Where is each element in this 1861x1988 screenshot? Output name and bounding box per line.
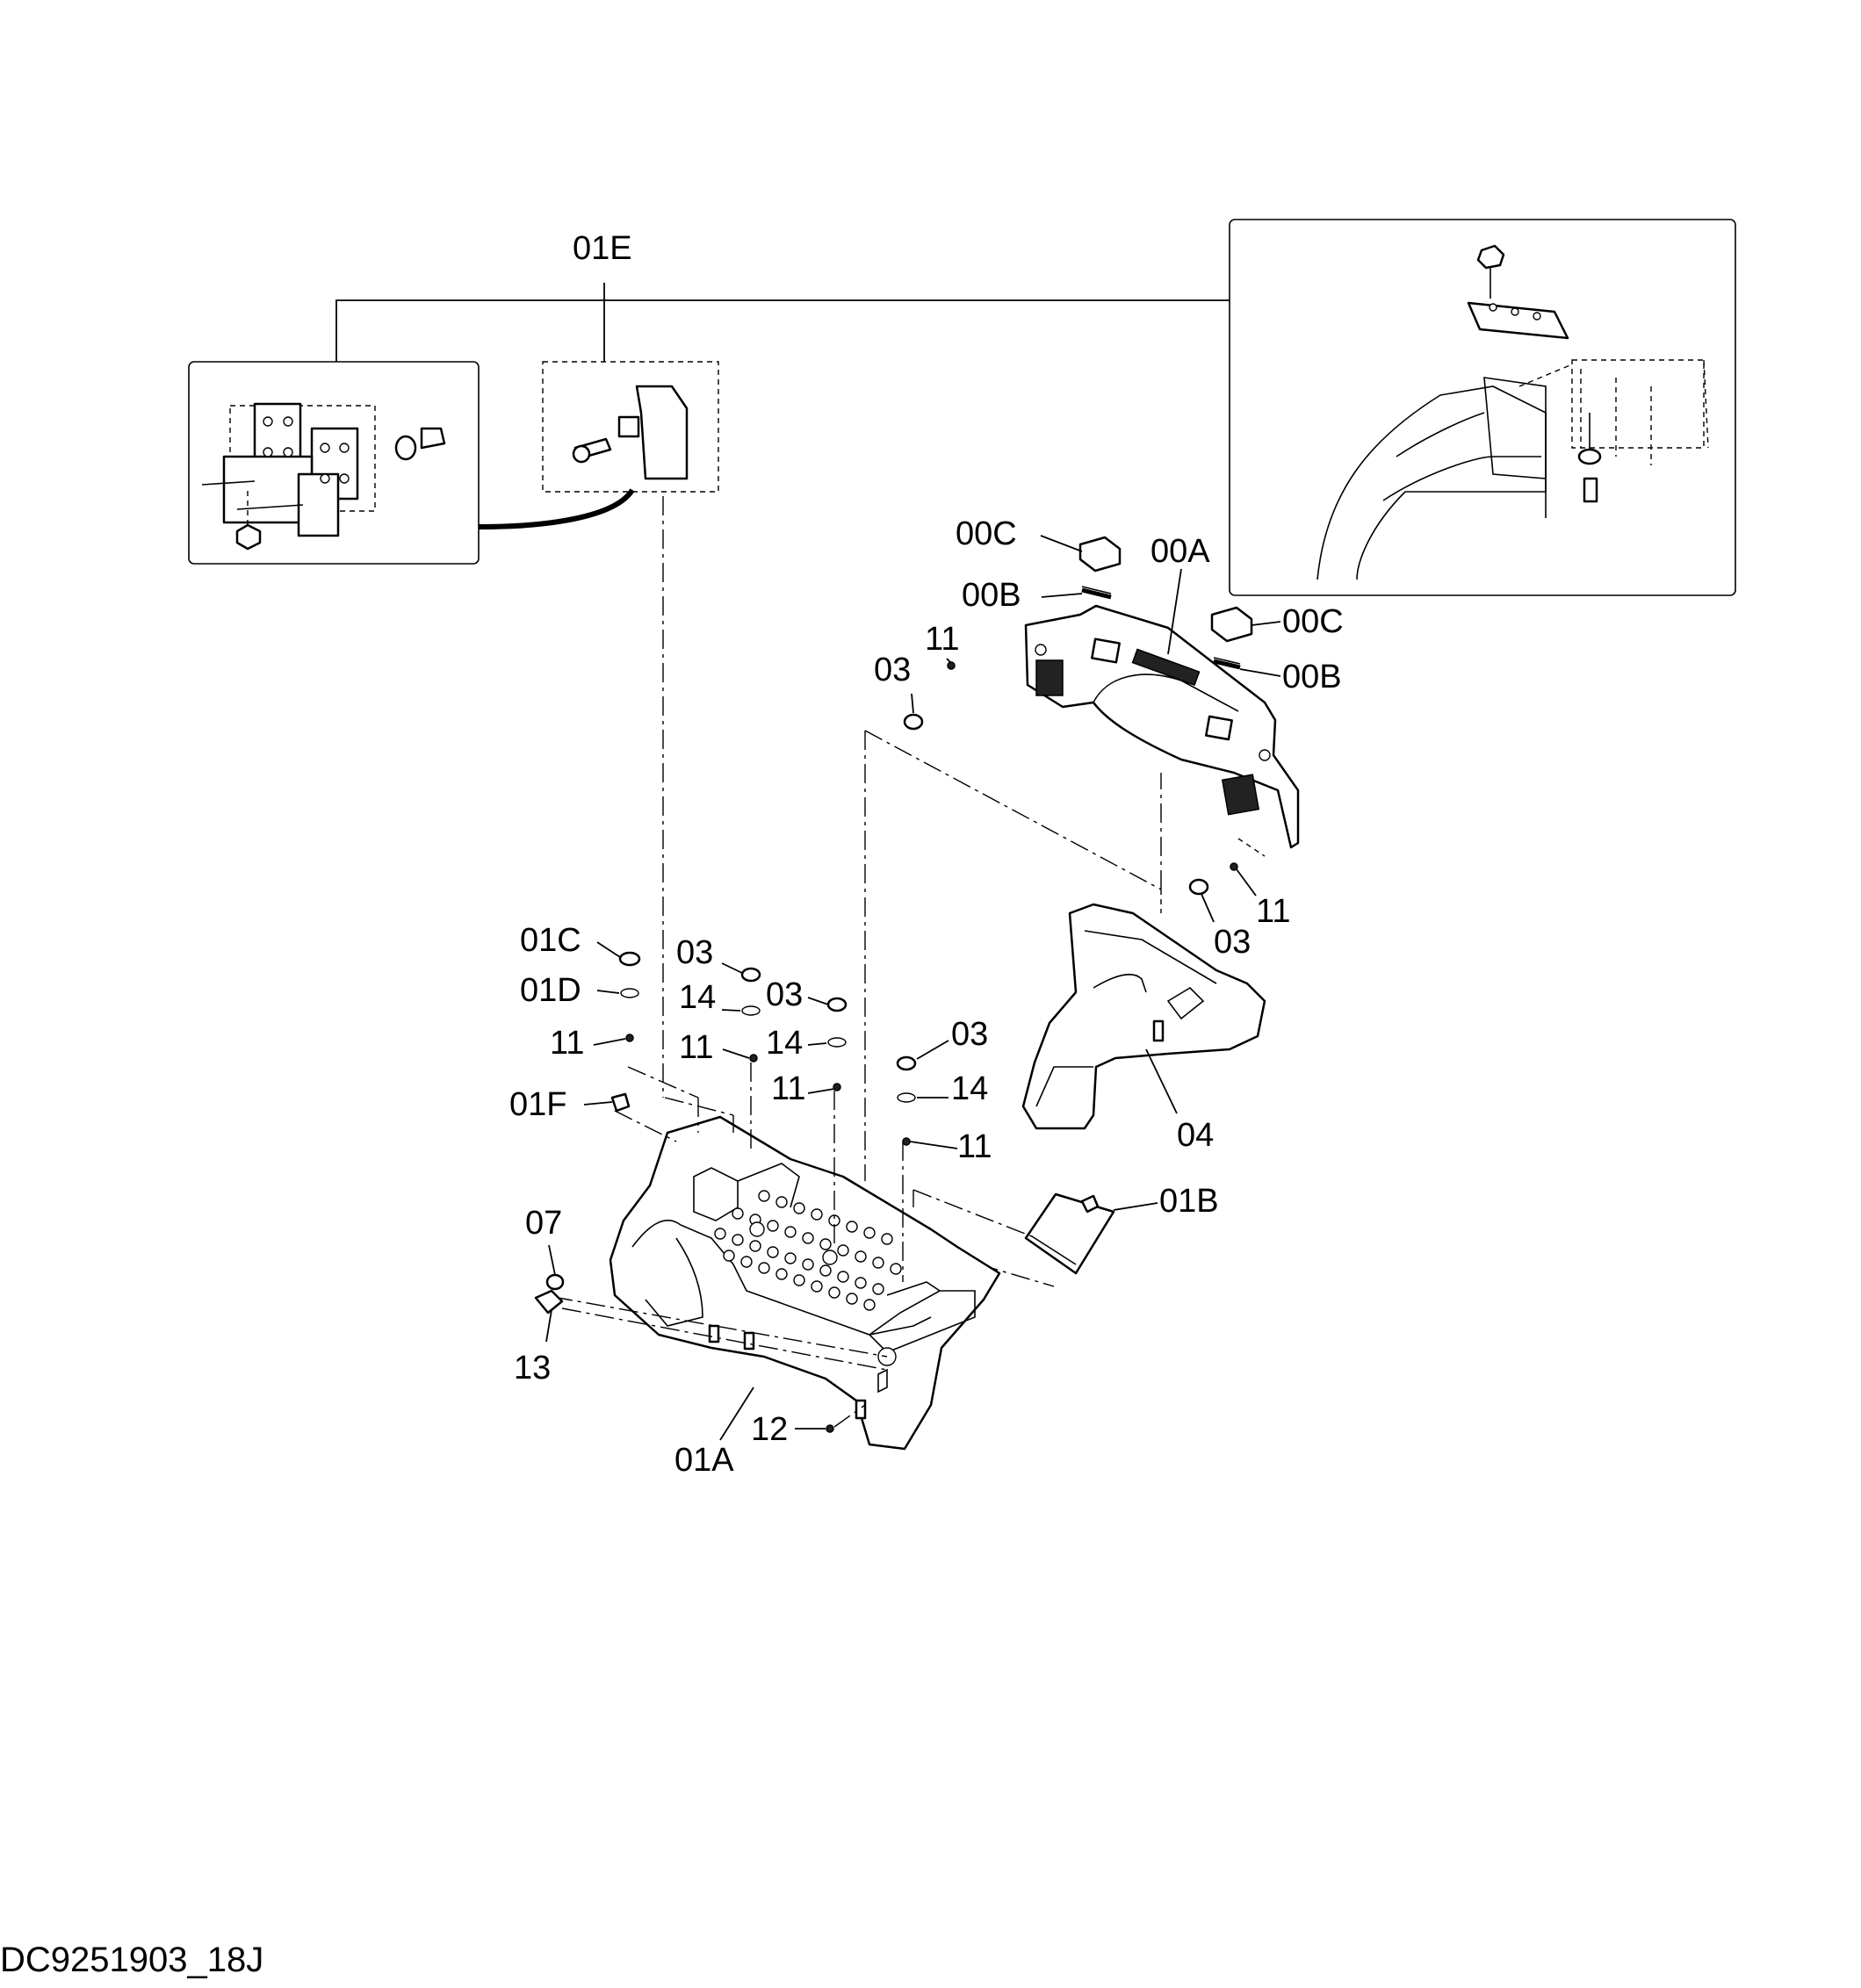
callout-11: 11	[679, 1029, 713, 1066]
callout-14: 14	[766, 1025, 803, 1062]
callout-00C: 00C	[956, 515, 1017, 552]
callout-11: 11	[550, 1025, 584, 1062]
inset-connector-lines	[335, 283, 1230, 529]
plug-03-d	[826, 997, 848, 1012]
plug-03-a	[903, 713, 924, 731]
callout-00B: 00B	[962, 577, 1021, 614]
callout-03: 03	[1214, 924, 1251, 961]
callout-11: 11	[925, 621, 959, 658]
floor-grid	[714, 1190, 902, 1311]
callout-00B: 00B	[1282, 659, 1342, 695]
callout-13: 13	[514, 1350, 551, 1387]
callout-01A: 01A	[674, 1442, 734, 1479]
callout-07: 07	[525, 1205, 562, 1242]
part-00B-strips	[1081, 586, 1241, 670]
callout-00A: 00A	[1151, 533, 1210, 570]
plug-03-c	[740, 967, 761, 983]
part-00A-rear-panel	[864, 604, 1300, 1181]
diagram-code: DC9251903_18J	[0, 1941, 263, 1979]
callout-01C: 01C	[520, 922, 581, 959]
callout-11: 11	[1256, 893, 1290, 930]
detail-inset-01E	[542, 361, 719, 1098]
callout-01E: 01E	[573, 230, 632, 267]
callout-03: 03	[766, 976, 803, 1013]
plug-03-e	[896, 1055, 917, 1071]
leader-lines	[545, 535, 1281, 1441]
fasteners	[534, 661, 1238, 1433]
part-00C-caps	[1078, 536, 1253, 643]
callout-01F: 01F	[509, 1086, 566, 1123]
part-01A-base	[552, 1062, 1001, 1451]
callout-01B: 01B	[1159, 1183, 1219, 1220]
callout-11: 11	[957, 1128, 992, 1165]
callout-11: 11	[771, 1070, 805, 1107]
callout-01D: 01D	[520, 972, 581, 1009]
detail-inset-right	[1229, 219, 1736, 596]
callout-04: 04	[1177, 1117, 1214, 1154]
callout-03: 03	[676, 934, 713, 971]
callout-12: 12	[751, 1411, 788, 1448]
detail-inset-left	[188, 361, 480, 565]
callout-14: 14	[679, 979, 716, 1016]
callout-03: 03	[874, 652, 911, 688]
plug-03-b	[1188, 878, 1209, 896]
callout-00C: 00C	[1282, 603, 1344, 640]
part-04-duct	[1021, 890, 1266, 1130]
callout-14: 14	[951, 1070, 988, 1107]
callouts: 01E 00C 00A 00B 00C 00B 03 11 11 03 01C …	[509, 230, 1344, 1479]
callout-03: 03	[951, 1016, 988, 1053]
